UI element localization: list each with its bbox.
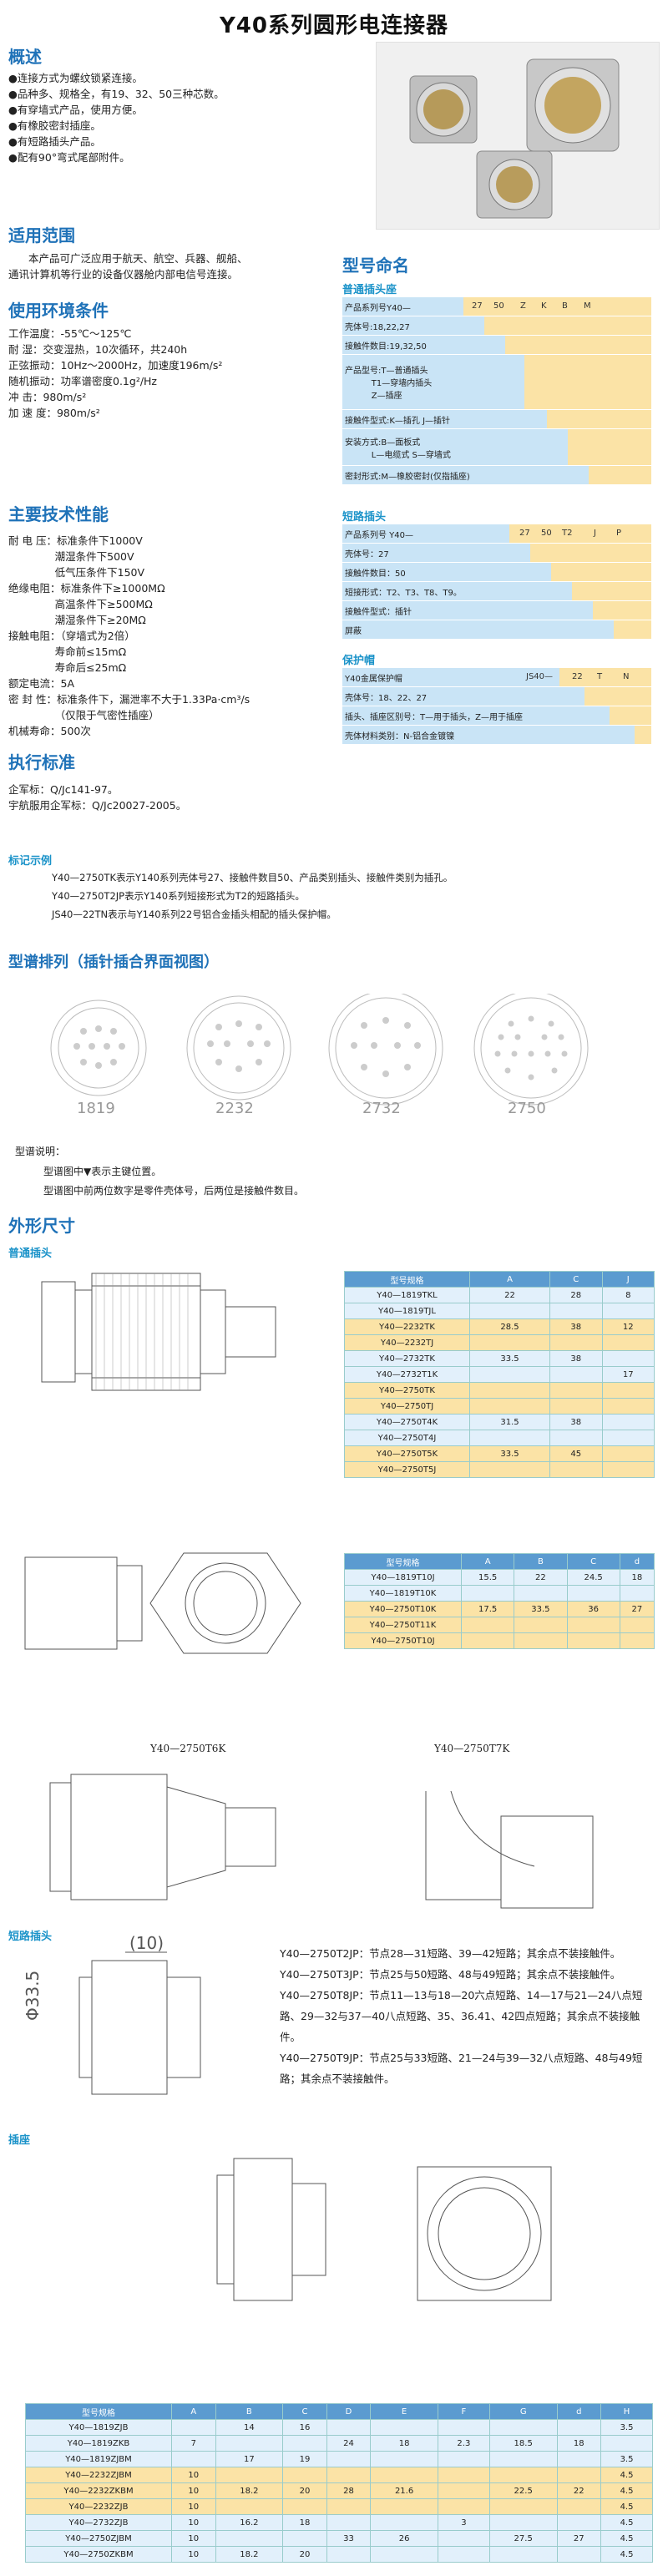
overview-item: ●配有90°弯式尾部附件。 bbox=[8, 151, 130, 164]
overview-item: ●连接方式为螺纹锁紧连接。 bbox=[8, 72, 143, 84]
page-title: Y40系列圆形电连接器 bbox=[219, 13, 448, 38]
spectrum-label: 2232 bbox=[215, 1100, 254, 1117]
spectrum-label: 2750 bbox=[508, 1100, 546, 1117]
dims-heading: 外形尺寸 bbox=[8, 1216, 75, 1236]
socket-heading: 插座 bbox=[8, 2134, 31, 2147]
spectrum-notes: 型谱图中▼表示主键位置。 型谱图中前两位数字是零件壳体号，后两位是接触件数目。 bbox=[43, 1166, 305, 1197]
overview-item: ●有短路插头产品。 bbox=[8, 135, 101, 148]
overview-list: ●连接方式为螺纹锁紧连接。 ●品种多、规格全，有19、32、50三种芯数。 ●有… bbox=[8, 70, 309, 165]
tech-list: 耐 电 压：标准条件下1000V 潮湿条件下500V 低气压条件下150V 绝缘… bbox=[8, 534, 250, 737]
short-plug-notes: Y40—2750T2JP：节点28—31短路、39—42短路；其余点不装接触件。… bbox=[280, 1947, 643, 2085]
scope-heading: 适用范围 bbox=[8, 225, 75, 245]
overview-item: ●品种多、规格全，有19、32、50三种芯数。 bbox=[8, 88, 225, 100]
env-list: 工作温度：-55℃～125℃ 耐 湿：交变湿热，10次循环，共240h 正弦振动… bbox=[8, 327, 223, 419]
std-list: 企军标：Q/Jc141-97。 宇航服用企军标：Q/Jc20027-2005。 bbox=[8, 783, 187, 812]
short-plug-heading: 短路插头 bbox=[8, 1931, 53, 1943]
example-lines: Y40—2750TK表示Y140系列壳体号27、接触件数目50、产品类别插头、接… bbox=[52, 872, 453, 920]
std-heading: 执行标准 bbox=[8, 752, 75, 772]
dims-plug-heading: 普通插头 bbox=[8, 1248, 53, 1260]
spectrum-diagrams bbox=[50, 994, 589, 1106]
short-plug-drawing bbox=[78, 1951, 201, 2095]
overview-item: ●有橡胶密封插座。 bbox=[8, 119, 101, 132]
model-plug-heading: 普通插头座 bbox=[342, 284, 397, 296]
spectrum-label: 1819 bbox=[77, 1100, 115, 1117]
env-heading: 使用环境条件 bbox=[8, 301, 109, 321]
spectrum-label: 2732 bbox=[362, 1100, 401, 1117]
short-plug-dim2: Φ33.5 bbox=[23, 1970, 43, 2021]
overview-heading: 概述 bbox=[8, 47, 42, 67]
view-label-t6k: Y40—2750T6K bbox=[150, 1743, 226, 1754]
product-photo bbox=[376, 42, 660, 230]
scope-text: 本产品可广泛应用于航天、航空、兵器、舰船、 通讯计算机等行业的设备仪器舱内部电信… bbox=[8, 252, 248, 281]
model-cap-heading: 保护帽 bbox=[342, 655, 376, 667]
short-plug-dim1: (10) bbox=[129, 1933, 164, 1953]
view-label-t7k: Y40—2750T7K bbox=[434, 1743, 510, 1754]
plug-side-view bbox=[41, 1273, 276, 1391]
spectrum-heading: 型谱排列（插针插合界面视图） bbox=[8, 954, 219, 971]
plug-front-view bbox=[24, 1552, 301, 1654]
example-heading: 标记示例 bbox=[8, 855, 53, 868]
t6k-t7k-views bbox=[49, 1774, 594, 1909]
model-short-heading: 短路插头 bbox=[342, 511, 387, 524]
model-plug-table: 产品系列号Y40— 壳体号:18,22,27 接触件数目:19,32,50 产品… bbox=[342, 297, 651, 485]
model-cap-table: Y40金属保护帽 壳体号：18、22、27 插头、插座区别号：T—用于插头，Z—… bbox=[342, 668, 651, 745]
socket-drawing bbox=[216, 2158, 552, 2301]
spectrum-note-title: 型谱说明： bbox=[15, 1146, 66, 1157]
overview-item: ●有穿墙式产品，使用方便。 bbox=[8, 104, 143, 116]
model-short-table: 产品系列号 Y40— 壳体号：27 接触件数目：50 短接形式：T2、T3、T8… bbox=[342, 524, 651, 640]
tech-heading: 主要技术性能 bbox=[8, 504, 109, 524]
model-heading: 型号命名 bbox=[342, 256, 409, 276]
